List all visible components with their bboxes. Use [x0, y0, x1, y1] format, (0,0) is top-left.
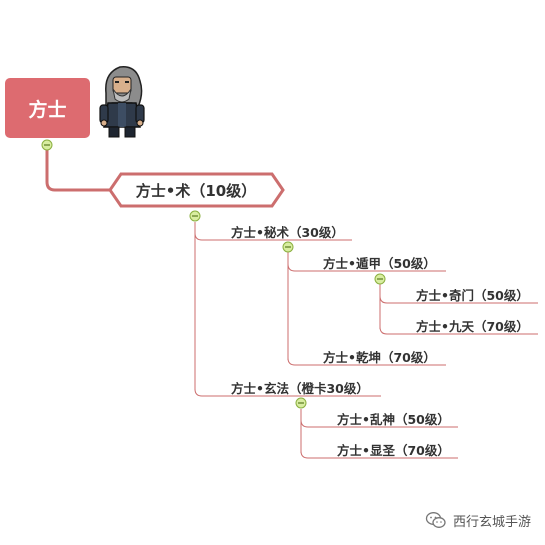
underline-luanshen — [300, 419, 458, 428]
underline-xiansheng — [300, 450, 458, 459]
underline-jiutian — [379, 326, 538, 335]
node-qiankun[interactable]: 方士•乾坤（70级） — [323, 350, 436, 365]
watermark-text: 西行玄城手游 — [453, 514, 532, 530]
level1-hexagon[interactable] — [108, 172, 285, 208]
collapse-button-dunjia[interactable] — [374, 273, 386, 285]
node-jiutian[interactable]: 方士•九天（70级） — [416, 319, 529, 334]
level1-label: 方士•术（10级） — [135, 181, 257, 200]
collapse-button-level1[interactable] — [189, 210, 201, 222]
underline-qiankun — [287, 357, 446, 366]
root-node[interactable]: 方士 — [5, 78, 90, 138]
collapse-button-root[interactable] — [41, 139, 53, 151]
underline-dunjia — [287, 263, 446, 272]
underline-xuanfa — [194, 388, 381, 397]
wechat-icon — [425, 512, 446, 528]
node-xiansheng[interactable]: 方士•显圣（70级） — [337, 443, 450, 458]
root-node-label: 方士 — [28, 98, 67, 121]
node-mishu[interactable]: 方士•秘术（30级） — [231, 225, 344, 240]
collapse-button-mishu[interactable] — [282, 241, 294, 253]
character-avatar — [99, 66, 145, 138]
connector-root-to-level1 — [45, 145, 110, 192]
node-dunjia[interactable]: 方士•遁甲（50级） — [323, 256, 436, 271]
collapse-button-xuanfa[interactable] — [295, 397, 307, 409]
node-luanshen[interactable]: 方士•乱神（50级） — [337, 412, 450, 427]
node-qimen[interactable]: 方士•奇门（50级） — [416, 288, 529, 303]
watermark: 西行玄城手游 — [425, 510, 531, 530]
node-xuanfa[interactable]: 方士•玄法（橙卡30级） — [231, 381, 369, 396]
underline-qimen — [379, 295, 538, 304]
underline-mishu — [194, 232, 352, 241]
